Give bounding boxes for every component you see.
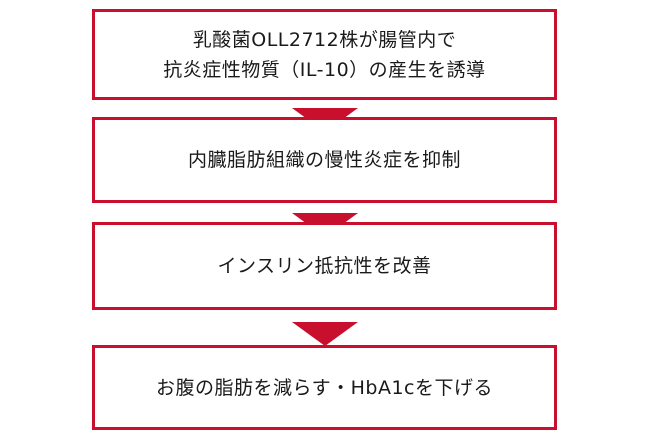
flow-step-3-line-1: インスリン抵抗性を改善	[217, 255, 432, 277]
flow-step-3: インスリン抵抗性を改善	[92, 222, 557, 310]
flow-step-2-line-1: 内臓脂肪組織の慢性炎症を抑制	[187, 149, 461, 171]
flow-step-1-line-2: 抗炎症性物質（IL-10）の産生を誘導	[163, 58, 486, 81]
flow-step-4: お腹の脂肪を減らす・HbA1cを下げる	[92, 345, 557, 430]
flow-step-4-line-1: お腹の脂肪を減らす・HbA1cを下げる	[155, 376, 493, 399]
flow-step-2: 内臓脂肪組織の慢性炎症を抑制	[92, 117, 557, 203]
down-arrow-icon	[292, 322, 358, 346]
flow-step-1-line-1: 乳酸菌OLL2712株が腸管内で	[192, 28, 457, 51]
flow-step-1: 乳酸菌OLL2712株が腸管内で 抗炎症性物質（IL-10）の産生を誘導	[92, 9, 557, 100]
